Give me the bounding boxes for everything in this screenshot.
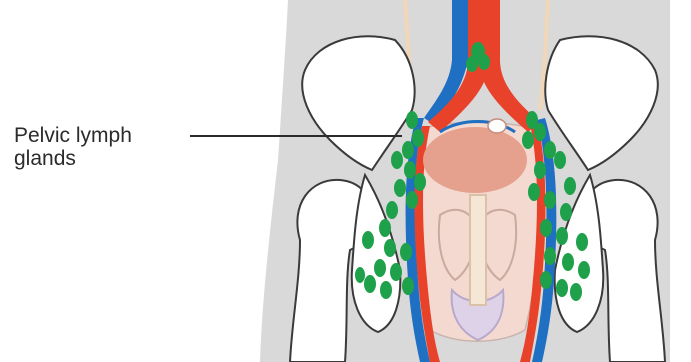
lymph-node-icon <box>562 253 574 271</box>
lymph-node-icon <box>362 231 374 249</box>
lymph-node-icon <box>379 219 391 237</box>
lymph-node-icon <box>391 151 403 169</box>
lymph-node-icon <box>402 277 414 295</box>
lymph-node-icon <box>384 239 396 257</box>
lymph-node-icon <box>414 173 426 191</box>
lymph-node-icon <box>560 203 572 221</box>
lymph-node-icon <box>466 56 478 72</box>
lymph-node-icon <box>478 54 490 70</box>
lymph-node-icon <box>412 129 424 147</box>
lymph-node-icon <box>544 141 556 159</box>
lymph-node-icon <box>406 111 418 129</box>
lymph-node-icon <box>570 283 582 301</box>
bladder <box>423 127 527 193</box>
lymph-node-icon <box>534 161 546 179</box>
lymph-node-icon <box>578 261 590 279</box>
lymph-node-icon <box>540 219 552 237</box>
label-line-1: Pelvic lymph <box>14 124 132 147</box>
lymph-node-icon <box>400 243 412 261</box>
lymph-node-icon <box>406 191 418 209</box>
lymph-node-icon <box>544 191 556 209</box>
lymph-node-icon <box>386 201 398 219</box>
lymph-node-icon <box>374 259 386 277</box>
bladder-top-detail <box>488 119 506 133</box>
lymph-node-icon <box>390 263 402 281</box>
pelvic-lymph-glands-label: Pelvic lymph glands <box>14 124 132 170</box>
lymph-node-icon <box>380 281 392 299</box>
lymph-node-icon <box>404 161 416 179</box>
lymph-node-icon <box>394 179 406 197</box>
lymph-node-icon <box>355 267 365 283</box>
lymph-node-icon <box>556 279 568 297</box>
lymph-node-icon <box>554 151 566 169</box>
lymph-node-icon <box>556 227 568 245</box>
lymph-node-icon <box>534 123 546 141</box>
label-line-2: glands <box>14 147 132 170</box>
lymph-node-icon <box>364 275 376 293</box>
lymph-node-icon <box>564 177 576 195</box>
lymph-node-icon <box>576 233 588 251</box>
lymph-node-icon <box>402 141 414 159</box>
lymph-node-icon <box>528 183 540 201</box>
lymph-node-icon <box>522 131 534 149</box>
lymph-node-icon <box>544 247 556 265</box>
lymph-node-icon <box>540 271 552 289</box>
